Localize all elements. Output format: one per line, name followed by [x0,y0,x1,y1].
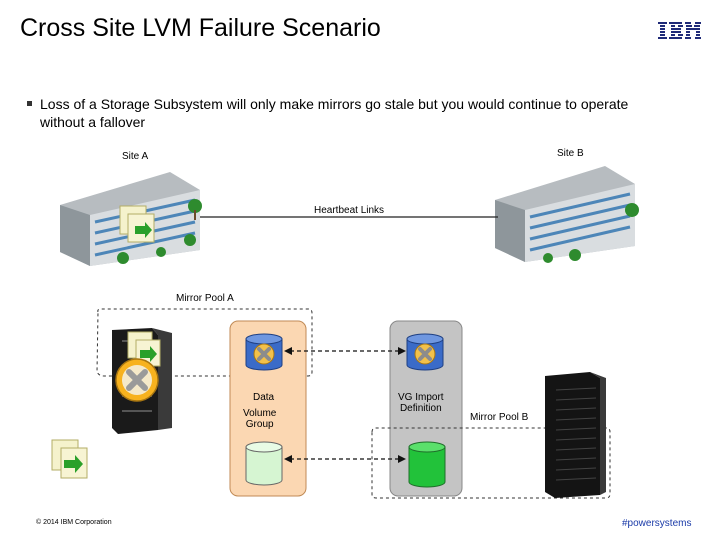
volume-group-line-2: Group [245,419,274,430]
failed-data-disk-icon [245,333,283,371]
heartbeat-links-label: Heartbeat Links [314,205,385,216]
mirror-pool-a-label: Mirror Pool A [176,293,234,304]
mirror-arrow-top [284,347,406,355]
site-b-storage-rack-icon [545,372,606,498]
vg-import-line-1: VG Import [398,392,444,403]
ibm-logo [658,22,701,39]
data-label: Data [253,392,275,403]
hashtag-link[interactable]: #powersystems [622,518,692,529]
site-a-label: Site A [122,151,149,162]
vg-import-line-2: Definition [399,403,442,414]
vg-import-label: VG Import Definition [398,392,444,414]
light-data-disk-icon [245,441,283,486]
healthy-mirror-disk-icon [408,441,446,488]
volume-group-label: Volume Group [243,408,276,430]
failed-mirror-disk-icon [406,333,444,371]
site-a-server-icon [119,205,155,243]
bullet-marker [27,101,32,106]
failure-x-icon [115,358,159,402]
site-b-building-icon [495,166,639,263]
bullet-text: Loss of a Storage Subsystem will only ma… [40,96,629,130]
slide-title: Cross Site LVM Failure Scenario [20,14,381,42]
volume-group-line-1: Volume [243,408,277,419]
mirror-pool-b-label: Mirror Pool B [470,412,529,423]
copyright-text: © 2014 IBM Corporation [36,519,112,526]
mirror-pool-a-boundary [96,308,313,377]
standby-server-icon [51,439,88,479]
mirror-arrow-bottom [284,455,406,463]
site-a-building-icon [60,172,202,266]
site-b-label: Site B [557,148,584,159]
